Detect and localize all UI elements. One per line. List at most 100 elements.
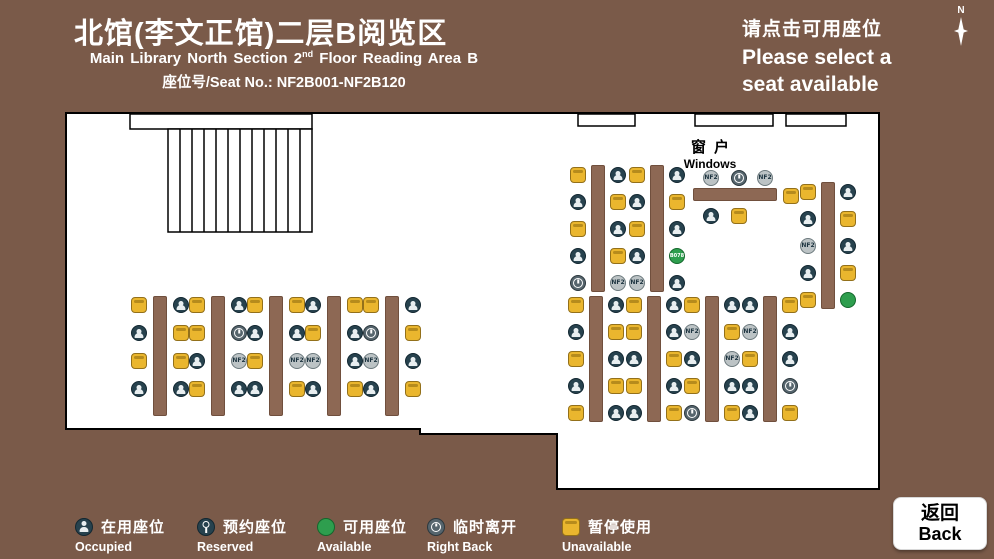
reading-table bbox=[385, 296, 399, 416]
legend-label-en: Occupied bbox=[75, 540, 132, 554]
seat-occupied bbox=[347, 353, 363, 369]
seat-occupied bbox=[629, 248, 645, 264]
legend-item-reserved: 预约座位 Reserved bbox=[197, 516, 287, 554]
seat-nf2-NF2: NF2 bbox=[363, 353, 379, 369]
seat-occupied bbox=[189, 353, 205, 369]
seat-unavailable bbox=[626, 324, 642, 340]
seat-unavailable bbox=[724, 405, 740, 421]
windows-label-en: Windows bbox=[683, 157, 737, 171]
seat-nf2-NF2: NF2 bbox=[800, 238, 816, 254]
seat-unavailable bbox=[305, 325, 321, 341]
seat-occupied bbox=[669, 167, 685, 183]
seat-available-B078[interactable]: B078 bbox=[669, 248, 685, 264]
seat-unavailable bbox=[173, 353, 189, 369]
seat-occupied bbox=[629, 194, 645, 210]
seat-unavailable bbox=[347, 297, 363, 313]
back-button[interactable]: 返回 Back bbox=[893, 497, 987, 550]
legend-label-en: Right Back bbox=[427, 540, 493, 554]
seat-occupied bbox=[608, 297, 624, 313]
seat-unavailable bbox=[189, 325, 205, 341]
seat-occupied bbox=[800, 211, 816, 227]
seat-occupied bbox=[742, 297, 758, 313]
seat-occupied bbox=[289, 325, 305, 341]
reading-table bbox=[705, 296, 719, 422]
seat-occupied bbox=[608, 405, 624, 421]
back-button-label-zh: 返回 bbox=[920, 502, 959, 524]
reading-table bbox=[650, 165, 664, 292]
seat-unavailable bbox=[684, 297, 700, 313]
seat-occupied bbox=[840, 184, 856, 200]
reading-table bbox=[763, 296, 777, 422]
seat-rightback bbox=[684, 405, 700, 421]
seat-occupied bbox=[173, 297, 189, 313]
page-subtitle: Main Library North Section 2nd Floor Rea… bbox=[89, 49, 479, 67]
legend-label-zh: 暂停使用 bbox=[588, 519, 653, 536]
hint-text-en: Please select a seat available bbox=[742, 46, 892, 97]
seat-unavailable bbox=[800, 184, 816, 200]
reading-table bbox=[327, 296, 341, 416]
reserved-seat-icon bbox=[197, 517, 215, 536]
seat-unavailable bbox=[800, 292, 816, 308]
seat-unavailable bbox=[731, 208, 747, 224]
seat-occupied bbox=[363, 381, 379, 397]
reading-table bbox=[647, 296, 661, 422]
seat-unavailable bbox=[782, 405, 798, 421]
seat-occupied bbox=[742, 378, 758, 394]
legend-label-en: Reserved bbox=[197, 540, 254, 554]
seat-occupied bbox=[666, 324, 682, 340]
seat-occupied bbox=[669, 275, 685, 291]
seat-unavailable bbox=[608, 378, 624, 394]
seat-unavailable bbox=[840, 265, 856, 281]
seat-unavailable bbox=[666, 351, 682, 367]
seat-unavailable bbox=[570, 221, 586, 237]
legend-label-en: Available bbox=[317, 540, 372, 554]
seat-unavailable bbox=[131, 297, 147, 313]
legend-item-unavailable: 暂停使用 Unavailable bbox=[562, 516, 652, 554]
staircase bbox=[129, 113, 313, 233]
seat-occupied bbox=[782, 324, 798, 340]
legend-label-zh: 临时离开 bbox=[453, 519, 518, 536]
windows-label-zh: 窗户 bbox=[690, 139, 737, 156]
seat-nf2-NF2: NF2 bbox=[289, 353, 305, 369]
seat-occupied bbox=[666, 378, 682, 394]
seat-occupied bbox=[231, 381, 247, 397]
legend-label-zh: 可用座位 bbox=[343, 519, 408, 536]
available-seat-icon bbox=[317, 517, 335, 536]
seat-unavailable bbox=[247, 297, 263, 313]
seat-occupied bbox=[405, 353, 421, 369]
seat-occupied bbox=[247, 325, 263, 341]
seat-rightback bbox=[731, 170, 747, 186]
seat-occupied bbox=[568, 324, 584, 340]
seat-occupied bbox=[800, 265, 816, 281]
seat-nf2-NF2: NF2 bbox=[231, 353, 247, 369]
seat-unavailable bbox=[247, 353, 263, 369]
seat-unavailable bbox=[724, 324, 740, 340]
seat-nf2-NF2: NF2 bbox=[629, 275, 645, 291]
seat-unavailable bbox=[405, 325, 421, 341]
seat-rightback bbox=[231, 325, 247, 341]
seat-occupied bbox=[742, 405, 758, 421]
seat-occupied bbox=[305, 297, 321, 313]
seat-unavailable bbox=[189, 381, 205, 397]
back-button-label-en: Back bbox=[918, 523, 962, 544]
seat-occupied bbox=[610, 221, 626, 237]
seat-unavailable bbox=[173, 325, 189, 341]
windows bbox=[577, 113, 847, 127]
windows-label: 窗户 Windows bbox=[668, 136, 752, 171]
seat-nf2-NF2: NF2 bbox=[742, 324, 758, 340]
seat-occupied bbox=[666, 297, 682, 313]
seat-unavailable bbox=[684, 378, 700, 394]
seat-unavailable bbox=[131, 353, 147, 369]
seat-rightback bbox=[363, 325, 379, 341]
legend: 在用座位 Occupied 预约座位 Reserved 可用座位 Availab… bbox=[0, 514, 994, 559]
unavailable-seat-icon bbox=[562, 517, 580, 536]
seat-available[interactable] bbox=[840, 292, 856, 308]
seat-occupied bbox=[669, 221, 685, 237]
legend-label-en: Unavailable bbox=[562, 540, 632, 554]
seat-occupied bbox=[684, 351, 700, 367]
seat-unavailable bbox=[189, 297, 205, 313]
seat-unavailable bbox=[610, 248, 626, 264]
seat-occupied bbox=[570, 194, 586, 210]
